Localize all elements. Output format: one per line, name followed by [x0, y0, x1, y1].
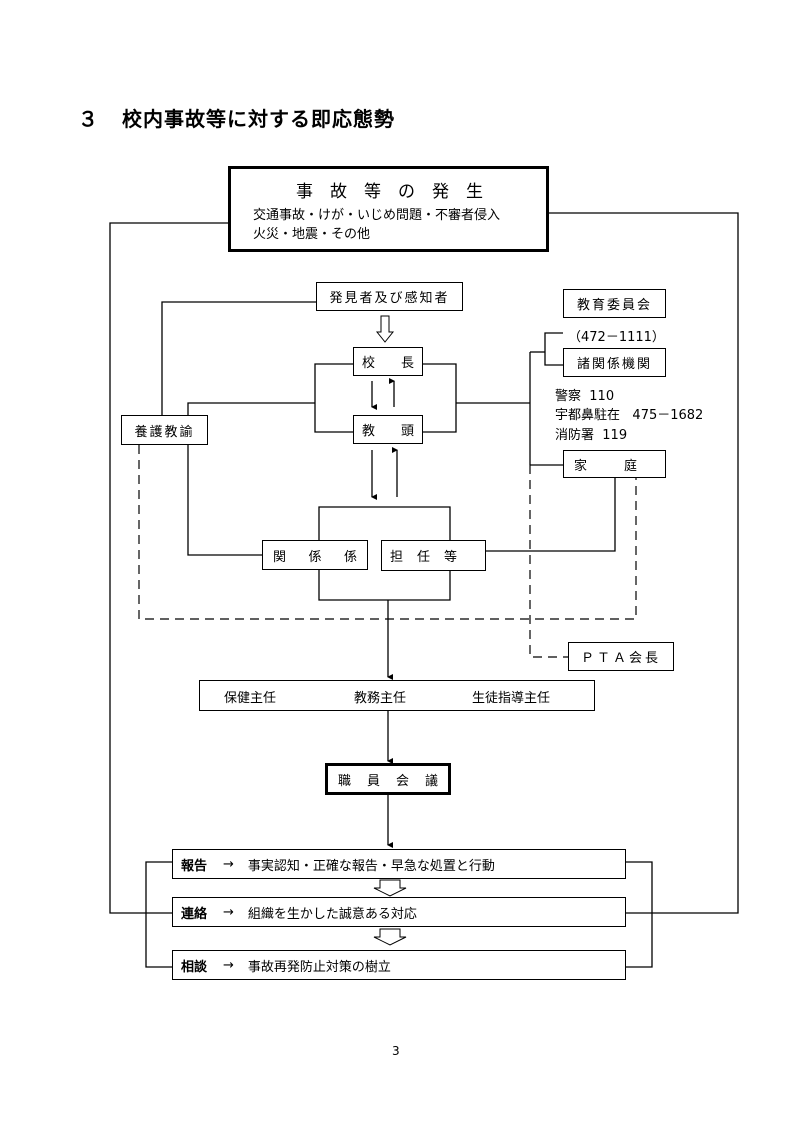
right-arrow-icon: →	[223, 856, 234, 872]
contact-number: 119	[602, 428, 628, 443]
pta-president-box: ＰＴＡ会長	[568, 642, 674, 671]
academic-coordinator: 教務主任	[354, 691, 407, 706]
action-label: 相談	[181, 959, 208, 975]
action-label: 連絡	[181, 906, 208, 922]
contact-substation: 宇都鼻駐在 475－1682	[555, 404, 703, 423]
action-text: 事実認知・正確な報告・早急な処置と行動	[247, 858, 495, 874]
school-nurse-label: 養護教諭	[134, 424, 195, 440]
vice-principal-box: 教 頭	[353, 415, 423, 444]
outer-loop-left	[109, 222, 228, 914]
action-text: 組織を生かした誠意ある対応	[247, 906, 417, 922]
vice-principal-label: 教 頭	[361, 424, 414, 439]
school-nurse-box: 養護教諭	[121, 415, 208, 445]
discoverer-nurse-line	[161, 301, 316, 416]
incident-box: 事 故 等 の 発 生 交通事故・けが・いじめ問題・不審者侵入 火災・地震・その…	[228, 166, 549, 252]
board-phone: （472－1111）	[568, 330, 665, 345]
contact-name: 警察	[555, 389, 582, 404]
contact-name: 消防署	[555, 428, 595, 443]
right-arrow-icon: →	[223, 904, 234, 920]
discoverer-box: 発見者及び感知者	[316, 282, 463, 311]
char: 任	[417, 550, 431, 565]
hollow-arrow-icon	[375, 315, 395, 343]
contact-fire: 消防署 119	[555, 424, 627, 443]
contact-police: 警察 110	[555, 385, 614, 404]
hollow-arrow-icon	[373, 928, 407, 946]
incident-heading: 事 故 等 の 発 生	[296, 181, 483, 202]
action-consult-box: 相談 → 事故再発防止対策の樹立	[172, 950, 626, 980]
staff-in-charge-box: 関 係 係	[262, 540, 368, 570]
coordinators-box: 保健主任 教務主任 生徒指導主任	[199, 680, 595, 711]
section-number: ３	[78, 107, 99, 131]
page-number: 3	[392, 1044, 400, 1058]
page-title: ３ 校内事故等に対する即応態勢	[78, 103, 395, 132]
homeroom-teacher-box: 担 任 等	[381, 540, 486, 571]
char: 議	[424, 773, 438, 789]
dashed-network	[138, 445, 637, 620]
family-box: 家 庭	[563, 450, 666, 478]
char: 員	[366, 773, 380, 789]
section-title: 校内事故等に対する即応態勢	[122, 107, 395, 131]
char: 関	[273, 549, 287, 565]
family-label-right: 庭	[623, 458, 637, 474]
outer-loop-right	[549, 212, 739, 914]
incident-line1: 交通事故・けが・いじめ問題・不審者侵入	[253, 207, 501, 223]
right-arrow-icon: →	[223, 957, 234, 973]
char: 係	[343, 549, 357, 565]
principal-label: 校 長	[361, 356, 414, 371]
char: 担	[390, 550, 404, 565]
contact-number: 475－1682	[632, 408, 704, 423]
char: 職	[338, 773, 352, 789]
action-contact-box: 連絡 → 組織を生かした誠意ある対応	[172, 897, 626, 927]
family-label-left: 家	[574, 458, 588, 474]
principal-box: 校 長	[353, 347, 423, 376]
pta-label: ＰＴＡ会長	[581, 651, 662, 666]
char: 会	[395, 773, 409, 789]
discoverer-label: 発見者及び感知者	[329, 291, 450, 306]
board-of-education-label: 教育委員会	[576, 298, 652, 313]
char: 係	[308, 549, 322, 565]
hollow-arrow-icon	[373, 879, 407, 897]
action-label: 報告	[181, 858, 208, 874]
student-guidance-coordinator: 生徒指導主任	[472, 691, 551, 706]
action-text: 事故再発防止対策の樹立	[247, 959, 391, 975]
contact-number: 110	[589, 389, 615, 404]
action-report-box: 報告 → 事実認知・正確な報告・早急な処置と行動	[172, 849, 626, 879]
staff-meeting-box: 職 員 会 議	[325, 763, 451, 795]
contact-name: 宇都鼻駐在	[555, 408, 621, 423]
related-agencies-label: 諸関係機関	[576, 357, 652, 372]
char: 等	[444, 550, 458, 565]
related-agencies-box: 諸関係機関	[563, 348, 666, 377]
incident-line2: 火災・地震・その他	[253, 226, 371, 242]
health-coordinator: 保健主任	[224, 691, 277, 706]
board-of-education-box: 教育委員会	[563, 289, 666, 318]
